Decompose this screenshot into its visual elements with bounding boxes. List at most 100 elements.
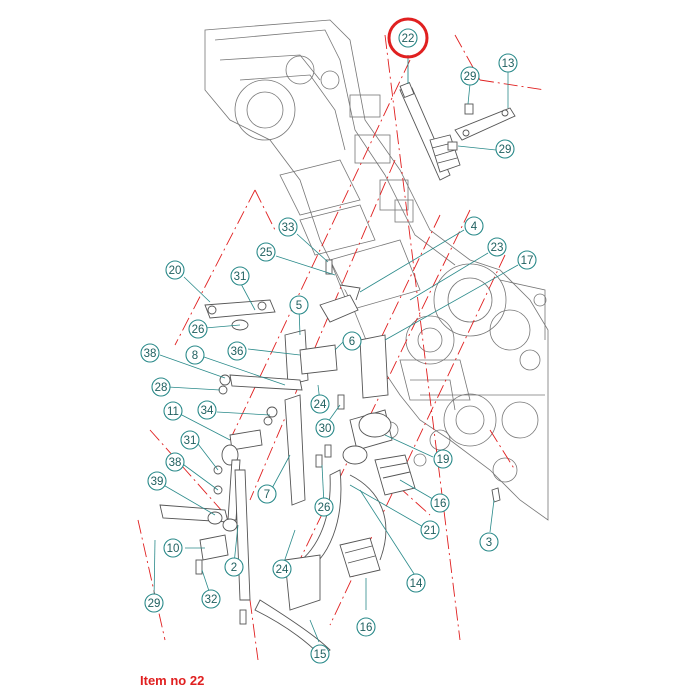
callout-label: 17 (521, 255, 534, 267)
callout-label: 29 (464, 71, 477, 83)
callout-label: 11 (167, 406, 179, 418)
callout-label: 10 (167, 543, 180, 555)
callout-label: 16 (360, 622, 373, 634)
callout-21: 21 (420, 520, 440, 540)
callout-label: 31 (234, 271, 247, 283)
callout-28: 28 (151, 377, 171, 397)
callout-circle (495, 139, 515, 159)
callout-20: 20 (165, 260, 185, 280)
callout-4: 4 (464, 216, 484, 236)
callout-label: 33 (282, 222, 295, 234)
callout-circle (227, 341, 247, 361)
callout-circle (165, 452, 185, 472)
callout-label: 19 (437, 454, 450, 466)
callout-circle (165, 260, 185, 280)
callout-label: 26 (318, 502, 331, 514)
callout-30: 30 (315, 418, 335, 438)
callout-circle (257, 484, 277, 504)
callout-circle (140, 343, 160, 363)
callout-14: 14 (406, 573, 426, 593)
callout-label: 34 (201, 405, 214, 417)
callout-label: 38 (169, 457, 182, 469)
callout-10: 10 (163, 538, 183, 558)
callout-circle (487, 237, 507, 257)
callout-22: 22 (398, 28, 418, 48)
callout-label: 29 (499, 144, 512, 156)
callout-17: 17 (517, 250, 537, 270)
callout-circle (310, 394, 330, 414)
callout-29: 29 (144, 593, 164, 613)
transmission-housing (204, 19, 549, 521)
callout-circle (479, 532, 499, 552)
callout-circle (188, 319, 208, 339)
callout-circle (430, 493, 450, 513)
callout-8: 8 (185, 345, 205, 365)
leader-lines (153, 72, 519, 643)
callout-circle (185, 345, 205, 365)
callout-circle (278, 217, 298, 237)
callout-label: 38 (144, 348, 157, 360)
callout-circle (433, 449, 453, 469)
callout-circle (460, 66, 480, 86)
callout-31: 31 (230, 266, 250, 286)
callout-label: 30 (319, 423, 332, 435)
callout-circle (256, 242, 276, 262)
callout-circle (310, 644, 330, 664)
callout-circle (342, 331, 362, 351)
callout-label: 2 (231, 562, 237, 574)
callout-24: 24 (310, 394, 330, 414)
callout-label: 31 (184, 435, 197, 447)
callout-26: 26 (314, 497, 334, 517)
callout-circle (314, 497, 334, 517)
callout-circle (356, 617, 376, 637)
callout-16: 16 (430, 493, 450, 513)
callout-label: 14 (410, 578, 423, 590)
callout-circle (398, 28, 418, 48)
callout-circle (289, 295, 309, 315)
callout-label: 6 (349, 336, 355, 348)
callout-circle (224, 557, 244, 577)
callout-31: 31 (180, 430, 200, 450)
callout-circle (315, 418, 335, 438)
callout-15: 15 (310, 644, 330, 664)
callout-label: 13 (502, 58, 515, 70)
item-22-cylinder (399, 55, 461, 181)
callout-label: 3 (486, 537, 492, 549)
highlight-ring (387, 17, 429, 59)
callout-3: 3 (479, 532, 499, 552)
callout-25: 25 (256, 242, 276, 262)
callout-2: 2 (224, 557, 244, 577)
item-13-bracket (447, 103, 516, 151)
callout-label: 24 (314, 399, 327, 411)
callout-circle (517, 250, 537, 270)
callout-label: 23 (491, 242, 504, 254)
callout-label: 28 (155, 382, 168, 394)
callout-circle (272, 559, 292, 579)
callout-circle (163, 401, 183, 421)
callout-label: 15 (314, 649, 327, 661)
callout-circle (498, 53, 518, 73)
callout-label: 20 (169, 265, 182, 277)
callout-label: 22 (402, 33, 415, 45)
callout-29: 29 (495, 139, 515, 159)
callout-circle (230, 266, 250, 286)
callout-circle (163, 538, 183, 558)
callout-24: 24 (272, 559, 292, 579)
item-caption: Item no 22 (140, 673, 205, 688)
callout-33: 33 (278, 217, 298, 237)
callout-label: 39 (151, 476, 164, 488)
callout-label: 16 (434, 498, 447, 510)
callout-circle (406, 573, 426, 593)
callout-circle (197, 400, 217, 420)
callout-36: 36 (227, 341, 247, 361)
callout-26: 26 (188, 319, 208, 339)
callout-38: 38 (165, 452, 185, 472)
callout-label: 8 (192, 350, 198, 362)
callout-circle (180, 430, 200, 450)
callout-circle (464, 216, 484, 236)
callout-23: 23 (487, 237, 507, 257)
callout-34: 34 (197, 400, 217, 420)
callout-29: 29 (460, 66, 480, 86)
callout-circle (144, 593, 164, 613)
